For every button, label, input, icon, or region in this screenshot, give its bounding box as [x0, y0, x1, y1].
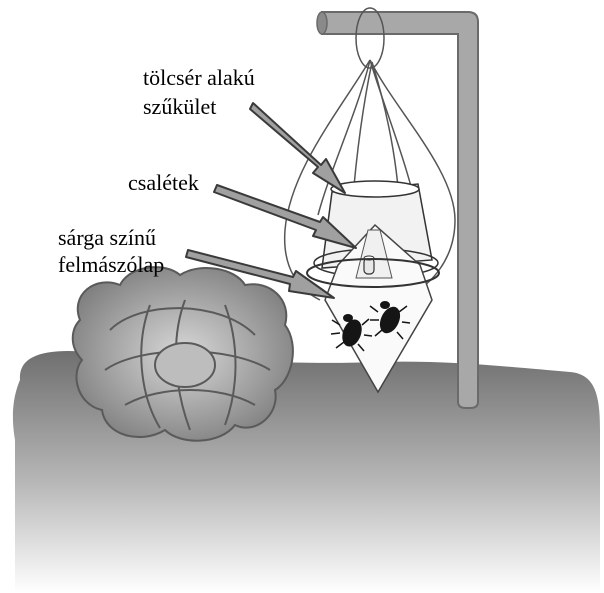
arrow-funnel: [250, 103, 345, 193]
label-funnel-line2: szűkület: [143, 94, 216, 119]
label-funnel-line1: tölcsér alakú: [143, 65, 255, 90]
label-plate-line1: sárga színű: [58, 225, 156, 250]
label-bait: csalétek: [128, 170, 199, 195]
cabbage-plant: [73, 267, 293, 441]
label-plate-line2: felmászólap: [58, 252, 164, 277]
